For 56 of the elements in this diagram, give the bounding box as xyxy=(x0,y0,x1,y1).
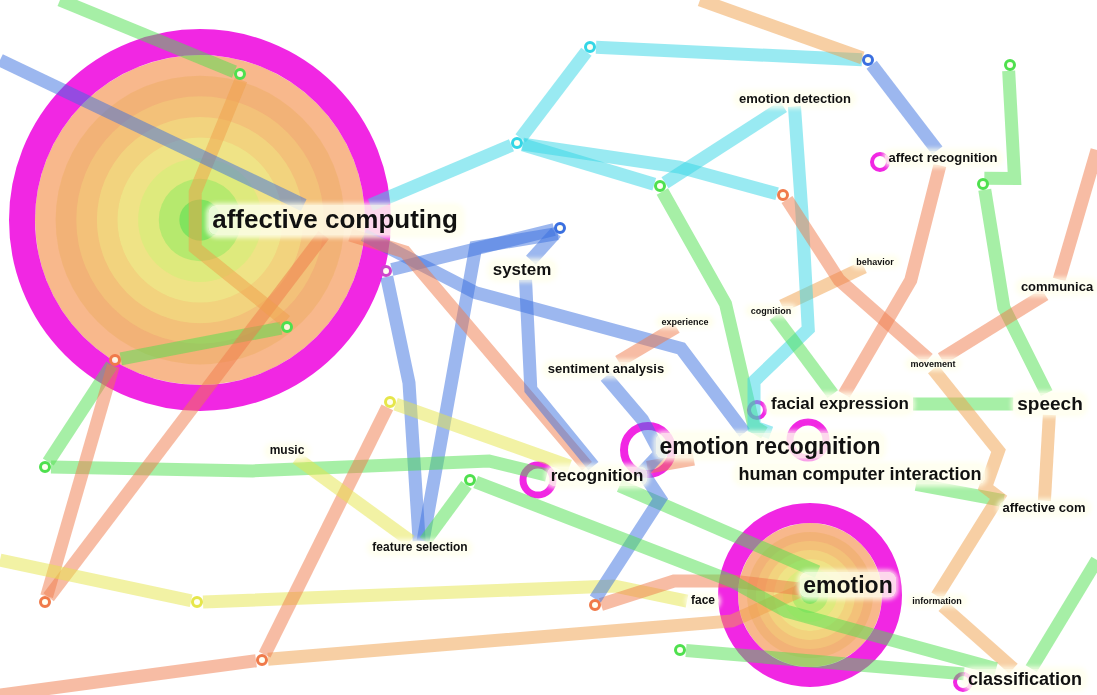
link-line xyxy=(57,0,237,78)
keyword-label: emotion recognition xyxy=(655,432,885,460)
node-dot xyxy=(191,596,203,608)
keyword-label: cognition xyxy=(746,305,796,317)
link-line xyxy=(521,137,779,201)
link-line xyxy=(1052,148,1097,282)
keyword-label: emotion xyxy=(799,571,897,599)
node-dot xyxy=(464,474,476,486)
keyword-label: music xyxy=(265,444,309,458)
link-line xyxy=(40,363,120,599)
node-dot xyxy=(511,137,523,149)
node-dot xyxy=(1004,59,1016,71)
link-line xyxy=(119,321,283,366)
node-dot xyxy=(39,461,51,473)
node-dot xyxy=(554,222,566,234)
keyword-label: communica xyxy=(1016,279,1097,295)
node-dot xyxy=(256,654,268,666)
keyword-label: experience xyxy=(657,316,713,328)
keyword-label: emotion detection xyxy=(735,91,855,107)
link-line xyxy=(599,574,800,611)
node-dot xyxy=(862,54,874,66)
node-dot xyxy=(654,180,666,192)
link-line xyxy=(685,644,965,681)
keyword-label: affect recognition xyxy=(884,150,1002,166)
keyword-label: behavior xyxy=(852,256,898,268)
keyword-label: movement xyxy=(906,358,960,370)
keyword-label: face xyxy=(687,594,719,608)
keyword-label: classification xyxy=(964,668,1086,690)
link-line xyxy=(978,188,1053,396)
link-line xyxy=(258,404,394,658)
node-dot xyxy=(977,178,989,190)
link-line xyxy=(50,454,549,482)
keyword-label: affective computing xyxy=(208,205,462,235)
node-dot xyxy=(589,599,601,611)
keyword-label: human computer interaction xyxy=(734,463,986,485)
node-dot xyxy=(584,41,596,53)
link-line xyxy=(0,654,257,695)
link-line xyxy=(188,77,290,327)
node-dot xyxy=(777,189,789,201)
keyword-label: system xyxy=(488,260,556,280)
keyword-label: sentiment analysis xyxy=(543,361,669,377)
link-line xyxy=(595,40,863,67)
node-dot xyxy=(39,596,51,608)
link-line xyxy=(0,553,193,608)
keyword-label: feature selection xyxy=(368,541,472,555)
node-dot xyxy=(674,644,686,656)
keyword-label: affective com xyxy=(998,500,1090,516)
keyword-label: information xyxy=(908,595,966,607)
keyword-label: recognition xyxy=(546,466,648,486)
keyword-label: speech xyxy=(1013,393,1087,415)
keyword-label: facial expression xyxy=(767,394,913,414)
link-line xyxy=(390,223,556,276)
link-line xyxy=(697,0,865,65)
link-line xyxy=(380,275,426,542)
link-line xyxy=(202,579,689,609)
node-dot xyxy=(384,396,396,408)
